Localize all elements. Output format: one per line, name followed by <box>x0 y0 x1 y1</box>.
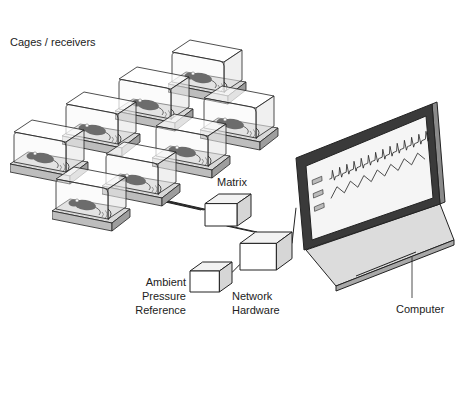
box-side <box>276 232 292 270</box>
keyboard-line <box>356 252 416 276</box>
laptop-base-edge <box>336 240 454 291</box>
box-front <box>240 243 276 270</box>
cable <box>232 264 240 272</box>
network-box: Network Hardware <box>240 232 292 270</box>
cage <box>52 167 130 231</box>
box-front <box>205 204 237 226</box>
screen-button <box>312 176 322 184</box>
node-label: Cages / receivers <box>10 36 120 50</box>
cable-wire <box>232 264 240 272</box>
cable-wire <box>230 226 258 232</box>
box-outline <box>190 262 232 292</box>
leader-line <box>412 257 413 298</box>
box-outline <box>205 194 251 226</box>
cable <box>227 226 258 232</box>
laptop-outline <box>296 100 454 296</box>
wave-trace <box>330 150 425 198</box>
screen-frame <box>296 104 440 250</box>
pressure-box: Ambient Pressure Reference <box>190 262 232 292</box>
node-label: Network Hardware <box>232 290 298 318</box>
box-side <box>219 262 232 292</box>
matrix-box: Matrix <box>205 194 251 226</box>
cable-wire <box>164 200 208 210</box>
box-side <box>237 194 251 226</box>
box-outline <box>240 232 292 270</box>
cable-wire <box>292 208 296 244</box>
cable <box>292 208 296 244</box>
screen-button <box>313 190 323 198</box>
node-label: Matrix <box>217 176 267 190</box>
node-label: Ambient Pressure Reference <box>124 276 186 317</box>
box-front <box>190 271 219 292</box>
screen-display <box>306 116 433 240</box>
screen-button <box>314 203 324 211</box>
screen-traces <box>312 130 431 211</box>
node-label: Computer <box>396 303 452 317</box>
cable-wire <box>162 200 206 210</box>
spike-trace <box>329 130 429 182</box>
cage-group: Cages / receivers <box>8 30 194 200</box>
computer: Computer <box>296 100 454 296</box>
cable-wire <box>227 226 255 232</box>
